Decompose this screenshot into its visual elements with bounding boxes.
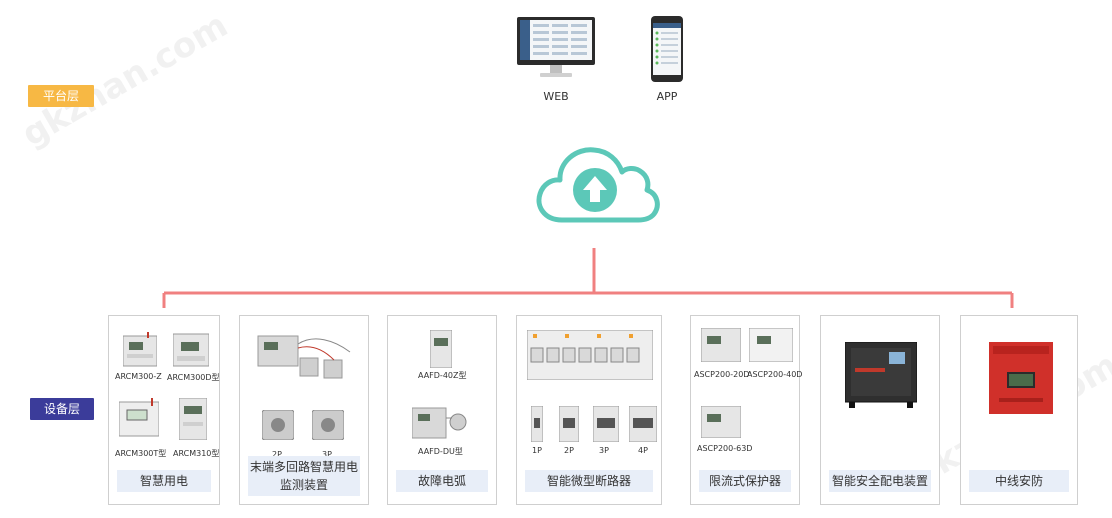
card-title: 故障电弧	[396, 470, 488, 492]
device-arcm300t-image	[118, 398, 160, 442]
card-title: 智能安全配电装置	[829, 470, 931, 492]
device-caption: ASCP200-63D	[697, 444, 753, 453]
device-caption: 1P	[532, 446, 542, 455]
device-caption: ARCM300D型	[167, 373, 220, 382]
device-caption: ASCP200-40D	[747, 370, 803, 379]
web-label: WEB	[543, 90, 569, 103]
device-aafddu-image	[411, 404, 476, 446]
card-title: 限流式保护器	[699, 470, 791, 492]
card-title: 末端多回路智慧用电监测装置	[248, 456, 360, 496]
device-mcb-row-image	[526, 329, 654, 384]
app-phone-icon	[650, 15, 684, 83]
web-monitor-icon	[516, 16, 596, 80]
device-caption: AAFD-DU型	[418, 447, 463, 456]
device-caption: 3P	[322, 450, 332, 459]
card-smart-power[interactable]: ARCM300-Z ARCM300D型 ARCM300T型 ARCM310型 智…	[108, 315, 220, 505]
device-caption: 2P	[564, 446, 574, 455]
device-aafd40z-image	[429, 329, 453, 372]
device-monitor-set-image	[254, 330, 358, 394]
card-title: 智能微型断路器	[525, 470, 653, 492]
platform-layer-tag: 平台层	[28, 85, 94, 107]
card-smart-mcb[interactable]: 1P 2P 3P 4P 智能微型断路器	[516, 315, 662, 505]
card-title: 中线安防	[969, 470, 1069, 492]
device-arcm300z-image	[122, 332, 158, 372]
device-ascp63d-image	[700, 405, 742, 442]
device-caption: ASCP200-20D	[694, 370, 750, 379]
device-3p-image	[592, 405, 620, 446]
card-smart-safe-distribution[interactable]: 智能安全配电装置	[820, 315, 940, 505]
device-4p-image	[628, 405, 658, 446]
device-caption: 3P	[599, 446, 609, 455]
device-caption: 4P	[638, 446, 648, 455]
device-distribution-box-image	[844, 341, 918, 412]
device-arcm300d-image	[172, 332, 210, 372]
card-arc-fault[interactable]: AAFD-40Z型 AAFD-DU型 故障电弧	[387, 315, 497, 505]
card-neutral-security[interactable]: 中线安防	[960, 315, 1078, 505]
device-caption: ARCM300T型	[115, 449, 167, 458]
device-caption: ARCM310型	[173, 449, 220, 458]
device-2p-image	[261, 409, 295, 444]
card-title: 智慧用电	[117, 470, 211, 492]
device-1p-image	[530, 405, 544, 446]
device-caption: ARCM300-Z	[115, 372, 162, 381]
device-arcm310-image	[178, 397, 208, 444]
card-multi-circuit-monitor[interactable]: 2P 3P 末端多回路智慧用电监测装置	[239, 315, 369, 505]
card-current-limit-protector[interactable]: ASCP200-20D ASCP200-40D ASCP200-63D 限流式保…	[690, 315, 803, 505]
device-caption: 2P	[272, 450, 282, 459]
device-ascp20d-image	[700, 327, 742, 366]
app-label: APP	[656, 90, 678, 103]
device-ascp40d-image	[748, 327, 794, 366]
device-3p-image	[311, 409, 345, 444]
device-2p-image	[558, 405, 580, 446]
cloud-upload-icon	[532, 140, 662, 228]
device-layer-tag: 设备层	[30, 398, 94, 420]
device-caption: AAFD-40Z型	[418, 371, 467, 380]
device-neutral-protector-image	[989, 342, 1053, 418]
